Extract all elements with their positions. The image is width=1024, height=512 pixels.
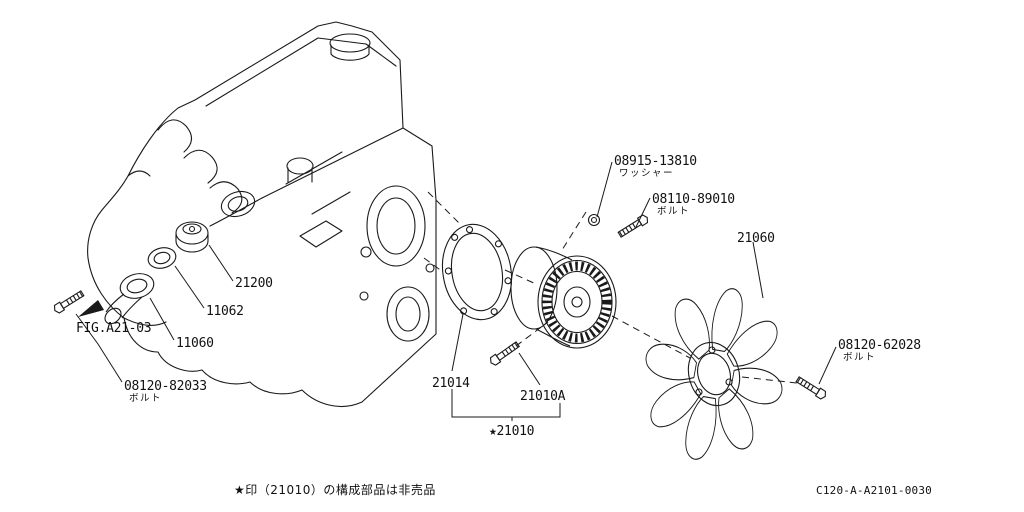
bolt-21010a-drawing <box>487 339 521 368</box>
part-label-bolt-right: 08120-62028 ボルト <box>838 335 921 363</box>
part-label-thermostat: 21200 <box>235 273 273 291</box>
bolt-08110-89010-drawing <box>616 213 651 240</box>
part-number: 08120-62028 <box>838 338 921 353</box>
assembly-axis-lines <box>423 191 798 384</box>
part-caption: ボルト <box>657 206 691 218</box>
part-number: 21060 <box>737 231 775 246</box>
part-caption: ワッシャー <box>619 168 675 180</box>
bolt-08120-82033-drawing <box>51 288 86 315</box>
part-number: 08915-13810 <box>614 154 697 169</box>
engine-block-drawing <box>87 21 437 407</box>
part-label-pump-gasket: 21014 <box>432 373 470 391</box>
part-caption: ボルト <box>129 393 163 405</box>
bolt-08120-62028-drawing <box>794 374 829 401</box>
thermostat-inlet-parts <box>104 221 209 325</box>
part-label-washer: 08915-13810 ワッシャー <box>614 151 697 179</box>
figure-reference: FIG.A21-03 <box>76 321 152 336</box>
fan-drawing <box>645 288 783 460</box>
water-pump-drawing <box>510 246 617 349</box>
figure-reference-label: FIG.A21-03 <box>76 318 152 336</box>
pump-gasket-drawing <box>441 223 513 321</box>
part-label-inlet-gasket: 11062 <box>206 301 244 319</box>
drawing-code: C120-A-A2101-0030 <box>816 484 932 497</box>
part-number: 21010A <box>520 389 566 404</box>
part-label-bolt-top: 08110-89010 ボルト <box>652 189 735 217</box>
part-label-pump-assembly: ★21010 <box>489 421 534 439</box>
washer-drawing <box>587 213 601 227</box>
part-label-fan: 21060 <box>737 228 775 246</box>
part-number: 11062 <box>206 304 244 319</box>
fig-reference-arrow-icon <box>78 300 104 317</box>
footnote: ★印（21010）の構成部品は非売品 <box>234 483 436 497</box>
part-number: 11060 <box>176 336 214 351</box>
part-number: ★21010 <box>489 424 535 439</box>
part-label-water-inlet: 11060 <box>176 333 214 351</box>
part-label-pump-stud: 21010A <box>520 386 565 404</box>
part-number: 21014 <box>432 376 470 391</box>
part-number: 21200 <box>235 276 273 291</box>
part-label-bolt-left: 08120-82033 ボルト <box>124 376 207 404</box>
leader-lines <box>75 161 837 421</box>
part-number: 08110-89010 <box>652 192 735 207</box>
part-caption: ボルト <box>843 352 877 364</box>
part-number: 08120-82033 <box>124 379 207 394</box>
